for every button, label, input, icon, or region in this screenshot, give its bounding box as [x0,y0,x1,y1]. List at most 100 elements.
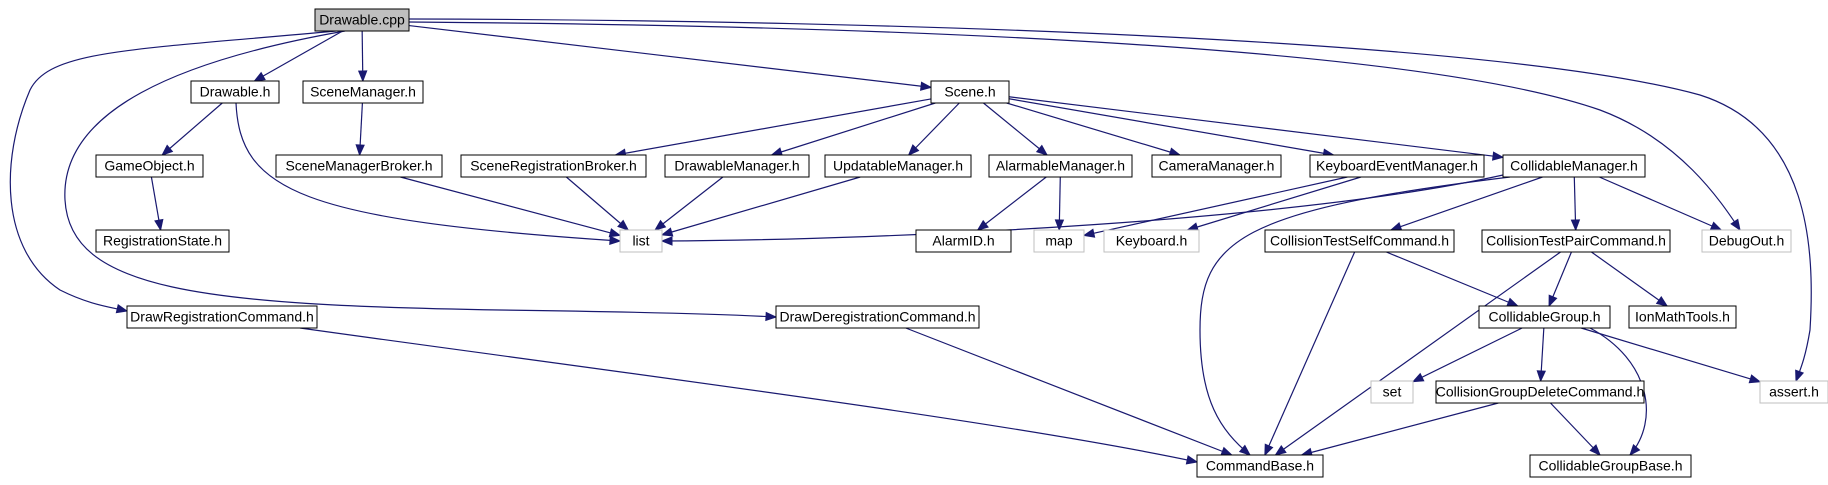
node-label: GameObject.h [104,158,194,174]
edge-line [235,102,621,242]
node-debugout-h[interactable]: DebugOut.h [1701,229,1792,253]
edge-arrowhead [253,71,266,82]
edge-line [1301,402,1499,456]
node-assert-h[interactable]: assert.h [1759,380,1828,404]
node-drawable-h[interactable]: Drawable.h [190,80,280,104]
node-box[interactable] [1196,454,1324,478]
node-alarmablemanager-h[interactable]: AlarmableManager.h [988,154,1133,178]
node-box[interactable] [1370,380,1414,404]
edge-drawregistrationcommand_h-to-commandbase_h [299,327,1199,465]
edge-arrowhead [1054,219,1065,232]
node-box[interactable] [988,154,1133,178]
node-registrationstate-h[interactable]: RegistrationState.h [95,229,230,253]
edge-arrowhead [1506,297,1519,307]
node-keyboardeventmanager-h[interactable]: KeyboardEventManager.h [1309,154,1485,178]
node-label: Scene.h [944,84,995,100]
node-label: SceneManager.h [310,84,416,100]
node-collidablemanager-h[interactable]: CollidableManager.h [1502,154,1646,178]
node-box[interactable] [126,305,318,329]
node-collisiontestselfcommand-h[interactable]: CollisionTestSelfCommand.h [1264,229,1455,253]
edge-arrowhead [654,219,667,231]
node-box[interactable] [619,229,663,253]
node-box[interactable] [95,154,204,178]
node-box[interactable] [460,154,647,178]
node-collisiontestpaircommand-h[interactable]: CollisionTestPairCommand.h [1481,229,1671,253]
edge-line [408,18,1812,382]
node-ionmathtools-h[interactable]: IonMathTools.h [1628,305,1737,329]
node-box[interactable] [930,80,1010,104]
node-alarmid-h[interactable]: AlarmID.h [915,229,1012,253]
node-commandbase-h[interactable]: CommandBase.h [1196,454,1324,478]
node-drawablemanager-h[interactable]: DrawableManager.h [664,154,810,178]
node-label: DrawableManager.h [674,158,799,174]
node-updatablemanager-h[interactable]: UpdatableManager.h [824,154,972,178]
node-box[interactable] [302,80,424,104]
node-box[interactable] [1478,305,1611,329]
edge-line [565,176,629,231]
node-box[interactable] [1264,229,1455,253]
node-collidablegroupbase-h[interactable]: CollidableGroupBase.h [1529,454,1692,478]
node-label: CollidableGroup.h [1488,309,1600,325]
node-label: map [1045,233,1072,249]
node-box[interactable] [95,229,230,253]
node-drawderegistrationcommand-h[interactable]: DrawDeregistrationCommand.h [775,305,980,329]
node-box[interactable] [1529,454,1692,478]
node-box[interactable] [314,8,410,32]
node-box[interactable] [1033,229,1085,253]
node-keyboard-h[interactable]: Keyboard.h [1103,229,1200,253]
node-box[interactable] [275,154,443,178]
node-box[interactable] [775,305,980,329]
edge-line [654,176,724,231]
edge-arrowhead [1238,444,1252,456]
node-box[interactable] [1435,380,1645,404]
edge-arrowhead [1795,369,1805,383]
edge-line [254,30,343,82]
node-label: CollidableGroupBase.h [1539,458,1683,474]
node-collidablegroup-h[interactable]: CollidableGroup.h [1478,305,1611,329]
edge-arrowhead [115,303,129,314]
edge-collidablegroup_h-to-set [1411,327,1523,383]
edge-line [1083,176,1348,237]
node-drawregistrationcommand-h[interactable]: DrawRegistrationCommand.h [126,305,318,329]
edge-arrowhead [765,311,778,322]
node-scenemanagerbroker-h[interactable]: SceneManagerBroker.h [275,154,443,178]
node-box[interactable] [824,154,972,178]
node-box[interactable] [1309,154,1485,178]
node-box[interactable] [1103,229,1200,253]
edge-line [908,102,960,156]
node-cameramanager-h[interactable]: CameraManager.h [1151,154,1282,178]
node-set[interactable]: set [1370,380,1414,404]
node-label: DrawDeregistrationCommand.h [779,309,975,325]
node-label: list [632,233,649,249]
edge-scenemanager_h-to-scenemanagerbroker_h [355,102,365,157]
node-label: AlarmableManager.h [996,158,1125,174]
node-map[interactable]: map [1033,229,1085,253]
edge-line [661,176,861,236]
node-box[interactable] [1701,229,1792,253]
node-box[interactable] [664,154,810,178]
node-drawable-cpp[interactable]: Drawable.cpp [314,8,410,32]
node-box[interactable] [1151,154,1282,178]
node-label: AlarmID.h [932,233,994,249]
edge-drawable_cpp-to-drawable_h [253,30,343,82]
node-label: SceneManagerBroker.h [285,158,432,174]
edge-arrowhead [660,236,673,246]
node-box[interactable] [1628,305,1737,329]
edge-arrowhead [1220,446,1234,456]
node-gameobject-h[interactable]: GameObject.h [95,154,204,178]
node-scene-h[interactable]: Scene.h [930,80,1010,104]
node-scenemanager-h[interactable]: SceneManager.h [302,80,424,104]
node-sceneregistrationbroker-h[interactable]: SceneRegistrationBroker.h [460,154,647,178]
node-box[interactable] [1502,154,1646,178]
node-box[interactable] [1759,380,1828,404]
edge-collidablemanager_h-to-debugout_h [1599,176,1723,231]
node-box[interactable] [190,80,280,104]
node-box[interactable] [1481,229,1671,253]
edge-collidablegroup_h-to-collisiongroupdeletecommand_h [1536,327,1547,383]
edge-drawablemanager_h-to-list [654,176,724,231]
node-list[interactable]: list [619,229,663,253]
node-collisiongroupdeletecommand-h[interactable]: CollisionGroupDeleteCommand.h [1435,380,1645,404]
edge-line [977,176,1047,231]
node-box[interactable] [915,229,1012,253]
